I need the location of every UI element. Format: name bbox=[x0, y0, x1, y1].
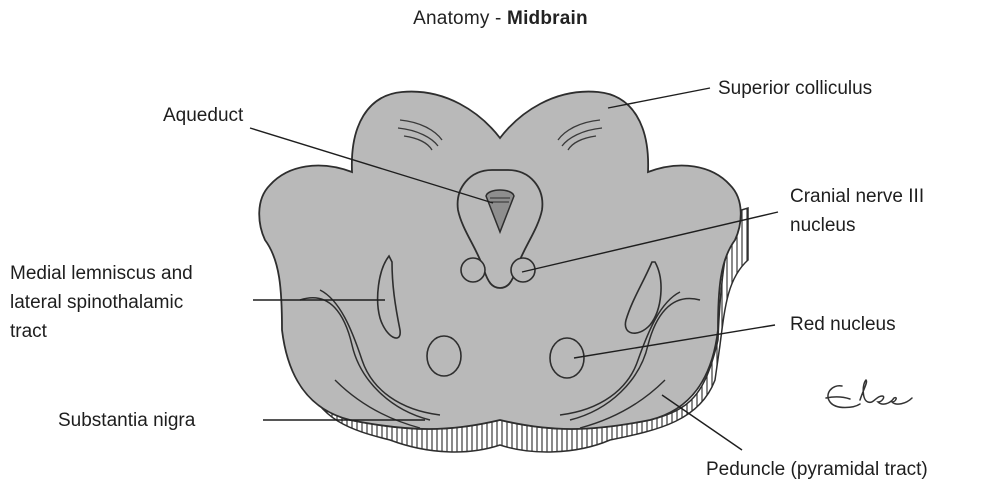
label-cranial-nerve-line1: Cranial nerve III bbox=[790, 182, 924, 211]
label-superior-colliculus: Superior colliculus bbox=[718, 74, 872, 103]
label-medial-lemniscus-line1: Medial lemniscus and bbox=[10, 259, 193, 288]
label-medial-lemniscus-line3: tract bbox=[10, 317, 193, 346]
cranial-nerve-iii-nucleus-left bbox=[461, 258, 485, 282]
leader-superior-colliculus bbox=[608, 88, 710, 108]
title-prefix: Anatomy - bbox=[413, 8, 507, 29]
page-title: Anatomy - Midbrain bbox=[0, 8, 1001, 30]
label-peduncle: Peduncle (pyramidal tract) bbox=[706, 455, 928, 484]
label-cranial-nerve-iii: Cranial nerve III nucleus bbox=[790, 182, 924, 240]
red-nucleus-right bbox=[550, 338, 584, 378]
red-nucleus-left bbox=[427, 336, 461, 376]
label-red-nucleus: Red nucleus bbox=[790, 310, 896, 339]
artist-signature bbox=[820, 370, 930, 420]
label-medial-lemniscus: Medial lemniscus and lateral spinothalam… bbox=[10, 259, 193, 346]
label-cranial-nerve-line2: nucleus bbox=[790, 211, 924, 240]
label-aqueduct: Aqueduct bbox=[163, 101, 243, 130]
label-medial-lemniscus-line2: lateral spinothalamic bbox=[10, 288, 193, 317]
label-substantia-nigra: Substantia nigra bbox=[58, 406, 195, 435]
title-emphasis: Midbrain bbox=[507, 8, 588, 29]
